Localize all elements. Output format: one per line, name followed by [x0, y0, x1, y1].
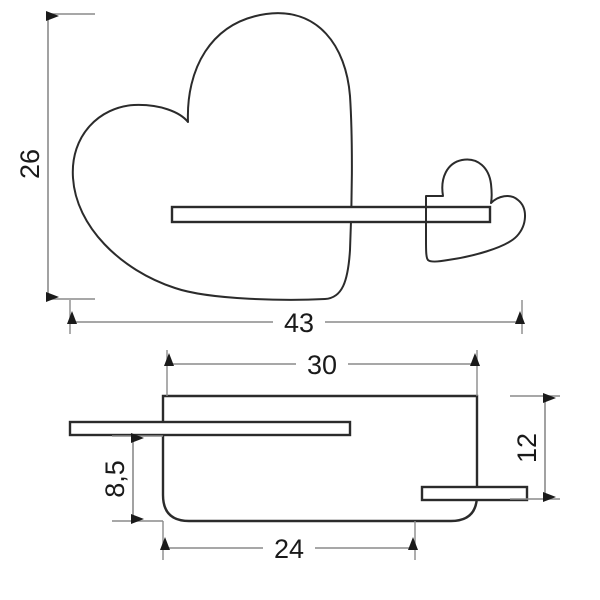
- shelf-bar: [170, 205, 492, 224]
- dim-label-24: 24: [274, 534, 304, 564]
- left-shelf-bar: [68, 420, 352, 437]
- large-heart-outline: [71, 12, 353, 301]
- dim-label-43-bg: [273, 306, 325, 338]
- dim-label-24-bg: [263, 532, 315, 564]
- dim-label-12: 12: [512, 433, 542, 463]
- dim-label-30: 30: [307, 350, 337, 380]
- side-view: 30 8,5 24 12: [68, 348, 560, 564]
- dim-label-43: 43: [284, 308, 314, 338]
- dim-label-26: 26: [15, 149, 45, 179]
- body-profile: [161, 394, 479, 523]
- dim-label-30-bg: [296, 348, 348, 380]
- dim-label-85: 8,5: [100, 460, 130, 498]
- small-heart-outline: [425, 158, 526, 263]
- right-shelf-bar: [420, 485, 529, 502]
- front-view: 26 43: [15, 11, 526, 338]
